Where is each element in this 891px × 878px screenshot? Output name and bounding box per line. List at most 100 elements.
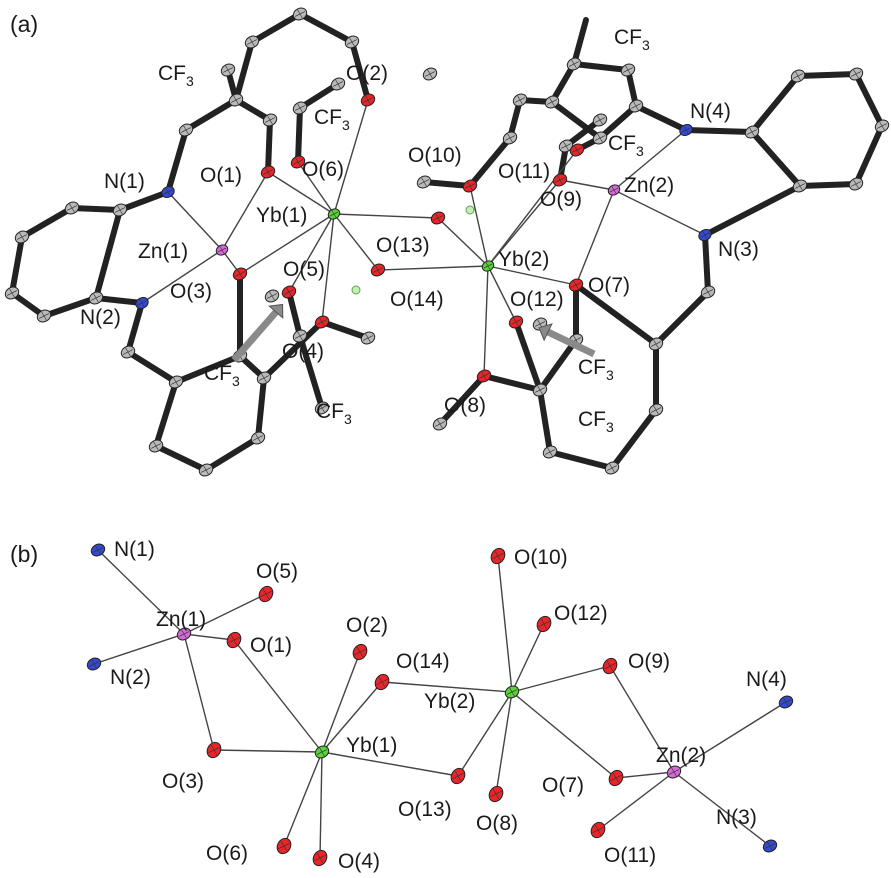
atom-label-a-O13: O(13) [376, 234, 430, 257]
atom-label-a-N3: N(3) [718, 238, 759, 261]
oxygen-atom-O11 [569, 143, 585, 157]
core-oxygen-O12 [536, 615, 552, 633]
ligand-bond-61 [549, 99, 603, 141]
carbon-atom-39 [628, 99, 644, 113]
oxygen-atom-O9 [552, 173, 568, 187]
ligand-bond-36 [853, 123, 885, 187]
core-bond-Yb2-O13 [457, 691, 513, 777]
carbon-atom-32 [648, 337, 664, 351]
nitrogen-atom-N3 [698, 228, 712, 242]
hydrogen-atom-1 [465, 205, 475, 215]
oxygen-atom-O4 [314, 315, 330, 329]
oxygen-atom-O7 [568, 278, 584, 292]
atom-label-a-O3: O(3) [170, 280, 212, 303]
core-oxygen-O4 [312, 849, 328, 867]
carbon-atom-3 [4, 286, 20, 300]
oxygen-atom-O8 [476, 369, 492, 383]
carbon-atom-15 [120, 345, 136, 359]
atom-label-a-N1: N(1) [104, 170, 145, 193]
atom-label-b-N4: N(4) [746, 668, 787, 691]
carbon-atom-6 [178, 123, 194, 137]
core-nitrogen-N1 [90, 543, 106, 557]
coord-bond-Yb2-O10 [469, 185, 489, 267]
ligand-bond-17 [295, 105, 303, 165]
atom-label-a-O1: O(1) [200, 164, 242, 187]
carbon-atom-4 [36, 309, 52, 323]
hydrogen-atom-0 [351, 285, 361, 295]
atom-label-b-O9: O(9) [628, 650, 670, 673]
atom-label-a-O7: O(7) [588, 274, 630, 297]
oxygen-atom-O5 [281, 285, 297, 299]
pointer-arrow-0 [231, 303, 284, 363]
carbon-atom-20 [250, 431, 266, 445]
carbon-atom-21 [256, 371, 272, 385]
atom-label-b-O7: O(7) [542, 774, 584, 797]
core-bond-Yb1-O1 [233, 639, 323, 753]
coord-bond-Yb1-O2 [333, 99, 369, 215]
ligand-bond-21 [173, 353, 243, 385]
panel-a-molecular-structure: (a)N(1)N(2)N(3)N(4)Zn(1)Zn(2)Yb(1)Yb(2)O… [4, 7, 890, 477]
atom-label-a-O2: O(2) [346, 62, 388, 85]
core-bond-Zn2-N3 [673, 771, 771, 847]
coord-bond-Yb1-O3 [239, 213, 335, 275]
ligand-bond-24 [153, 443, 209, 473]
coord-bond-Zn2-O7 [575, 189, 615, 286]
atom-label-a-O14: O(14) [390, 288, 444, 311]
ligand-bond-9 [183, 97, 239, 133]
carbon-atom-35 [542, 445, 558, 459]
core-oxygen-O14 [374, 673, 390, 691]
coord-bond-Yb1-O1 [267, 171, 335, 215]
carbon-atom-34 [604, 461, 620, 475]
cf3-label-2: CF3 [204, 362, 240, 389]
carbon-atom-48 [592, 113, 608, 127]
panel-b-coordination-core: (b)N(1)N(2)N(3)N(4)Zn(1)Zn(2)Yb(1)Yb(2)O… [10, 538, 794, 873]
carbon-atom-41 [620, 63, 636, 77]
core-ytterbium-Yb2 [504, 685, 520, 699]
ligand-bond-1 [69, 205, 123, 213]
atom-label-b-O13: O(13) [398, 798, 452, 821]
atom-label-a-O8: O(8) [444, 394, 486, 417]
ligand-bond-31 [319, 319, 371, 341]
core-bond-Zn2-N4 [673, 701, 787, 773]
ligand-bond-0 [117, 189, 171, 213]
carbon-atom-47 [558, 139, 574, 153]
atom-label-a-O5: O(5) [283, 258, 325, 281]
atom-label-a-O11: O(11) [498, 160, 550, 183]
ligand-bond-56 [571, 61, 631, 73]
atom-label-a-Zn1: Zn(1) [138, 240, 188, 263]
cf3-label-4: CF3 [614, 26, 650, 53]
core-bond-Zn2-O11 [597, 771, 675, 831]
carbon-atom-19 [198, 463, 214, 477]
atom-label-a-O12: O(12) [510, 288, 564, 311]
carbon-atom-26 [790, 69, 806, 83]
atom-label-b-O10: O(10) [514, 546, 568, 569]
coord-bond-Yb1-O13 [333, 213, 439, 219]
cf3-label-1: CF3 [314, 106, 350, 133]
oxygen-atom-O14 [370, 263, 386, 277]
carbon-atom-31 [700, 285, 716, 299]
nitrogen-atom-N1 [161, 185, 175, 199]
coord-bond-Yb1-O4 [321, 213, 335, 323]
ligand-bond-14 [297, 11, 355, 45]
pointer-arrow-1 [538, 323, 596, 358]
carbon-atom-9 [244, 35, 260, 49]
ligand-bond-50 [437, 373, 487, 427]
core-bond-Zn2-O9 [609, 665, 675, 773]
ligand-bond-62 [571, 17, 589, 67]
core-oxygen-O1 [226, 631, 242, 649]
carbon-atom-18 [148, 439, 164, 453]
core-bond-Yb2-O10 [497, 555, 513, 693]
ligand-bond-45 [547, 449, 615, 471]
core-oxygen-O5 [258, 585, 274, 603]
coord-bond-Zn1-N1 [167, 191, 223, 251]
coord-bond-Yb1-O5 [288, 213, 335, 293]
cf3-label-3: CF3 [316, 400, 352, 427]
carbon-atom-23 [292, 329, 308, 343]
core-bond-Zn1-O1 [183, 633, 235, 641]
core-oxygen-O3 [206, 741, 222, 759]
core-oxygen-O2 [352, 643, 368, 661]
core-bond-Yb2-O14 [381, 681, 513, 693]
oxygen-atom-O2 [360, 93, 376, 107]
panel-b-label: (b) [10, 541, 38, 567]
carbon-atom-42 [566, 57, 582, 71]
